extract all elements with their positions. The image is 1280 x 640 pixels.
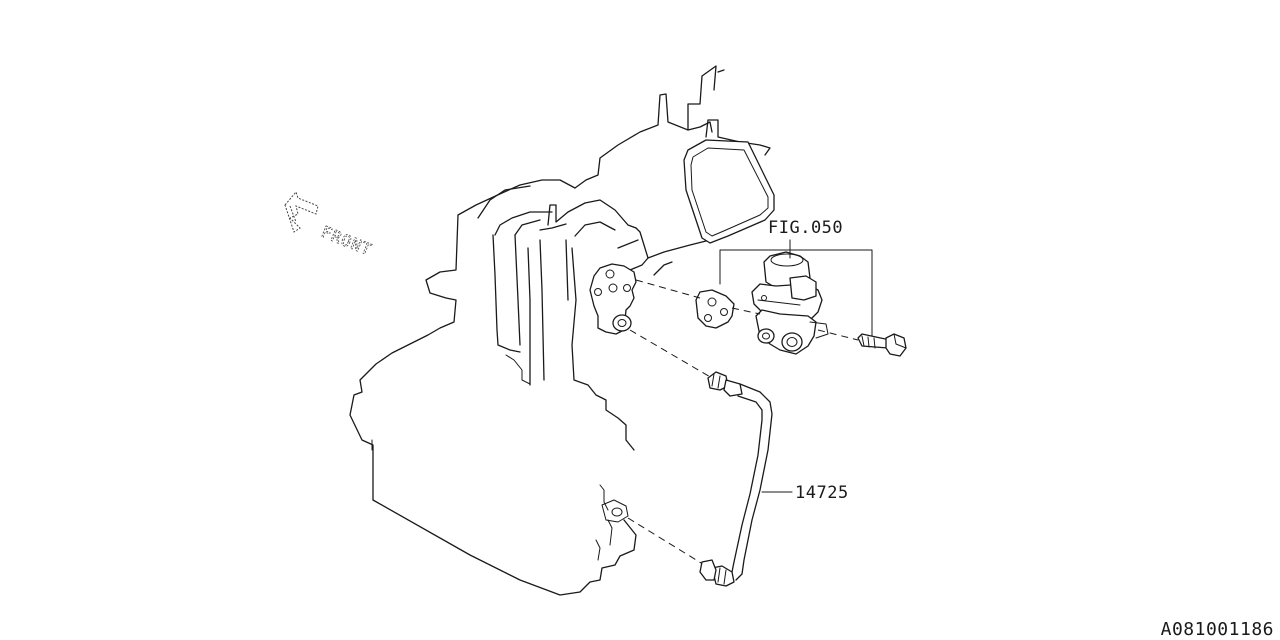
drawing-code: A081001186	[1160, 619, 1274, 640]
part-14725-callout: 14725	[795, 483, 849, 503]
egr-pipe	[699, 371, 773, 587]
egr-gasket	[695, 289, 735, 329]
egr-mount-flange	[589, 263, 637, 335]
engine-block	[349, 65, 771, 596]
egr-valve	[751, 251, 829, 355]
alignment-lines	[627, 279, 859, 567]
front-label: FRONT	[319, 222, 375, 260]
front-direction-arrow	[284, 190, 319, 233]
egr-bolt	[857, 333, 907, 357]
fig-050-callout: FIG.050	[768, 218, 843, 238]
lower-port	[601, 499, 629, 523]
cam-cover	[683, 139, 775, 244]
fig-bracket	[719, 239, 873, 337]
